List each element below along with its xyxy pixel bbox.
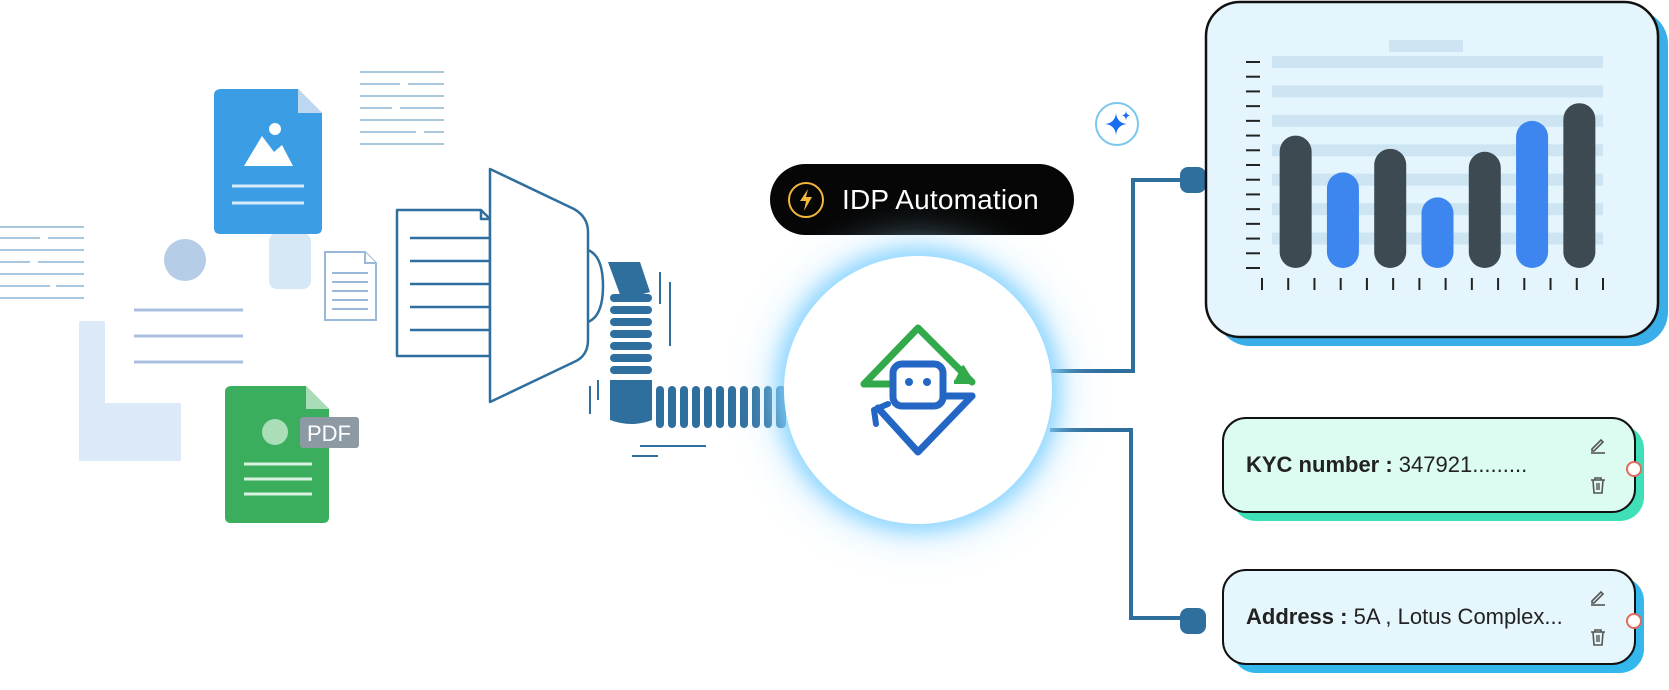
kyc-field-card: KYC number : 347921......... <box>1222 417 1642 513</box>
sparkle-icon <box>1095 102 1139 146</box>
edit-icon[interactable] <box>1588 435 1608 455</box>
chart-bar <box>1516 120 1549 268</box>
edit-icon[interactable] <box>1588 587 1608 607</box>
chart-bar <box>1421 197 1454 268</box>
chart-gridline <box>1272 56 1603 68</box>
bot-sync-icon <box>860 324 976 456</box>
image-file-icon <box>214 89 322 234</box>
text-file-icon <box>324 251 377 321</box>
ai-processing-hub <box>784 256 1052 524</box>
delete-icon[interactable] <box>1588 627 1608 647</box>
chart-bars <box>1279 103 1596 268</box>
background-shape <box>79 321 181 461</box>
scanner-machine <box>395 167 605 404</box>
address-field-value: 5A , Lotus Complex... <box>1353 604 1563 629</box>
address-field-card: Address : 5A , Lotus Complex... <box>1222 569 1642 665</box>
kyc-connector-port <box>1626 461 1642 477</box>
kyc-field-label: KYC number : <box>1246 452 1399 477</box>
kyc-field-value: 347921......... <box>1398 452 1528 477</box>
delete-icon[interactable] <box>1588 475 1608 495</box>
chart-bar <box>1468 151 1501 268</box>
chart-bar <box>1279 135 1312 268</box>
chart-gridline <box>1272 173 1603 186</box>
chart-bar <box>1374 148 1407 268</box>
address-connector-port <box>1626 613 1642 629</box>
chart-gridline <box>1272 85 1603 98</box>
pdf-file-icon: PDF <box>225 386 359 523</box>
lightning-icon <box>788 181 824 218</box>
connector-plugs <box>1180 167 1206 634</box>
pdf-badge: PDF <box>307 421 351 446</box>
chart-bar <box>1563 103 1596 268</box>
address-field-label: Address : <box>1246 604 1354 629</box>
background-lines <box>134 308 243 364</box>
chart-panel <box>1204 0 1668 346</box>
chart-axis-ticks <box>1246 61 1604 290</box>
chart-bar <box>1326 172 1359 268</box>
output-connectors <box>1050 178 1180 620</box>
background-card <box>269 233 311 289</box>
idp-automation-label: IDP Automation <box>842 183 1039 215</box>
idp-automation-badge: IDP Automation <box>770 164 1074 235</box>
chart-gridline <box>1272 114 1603 127</box>
feed-hose <box>589 262 786 457</box>
background-dot <box>164 239 206 281</box>
chart-gridline <box>1272 144 1603 157</box>
background-text-lines <box>0 71 444 299</box>
